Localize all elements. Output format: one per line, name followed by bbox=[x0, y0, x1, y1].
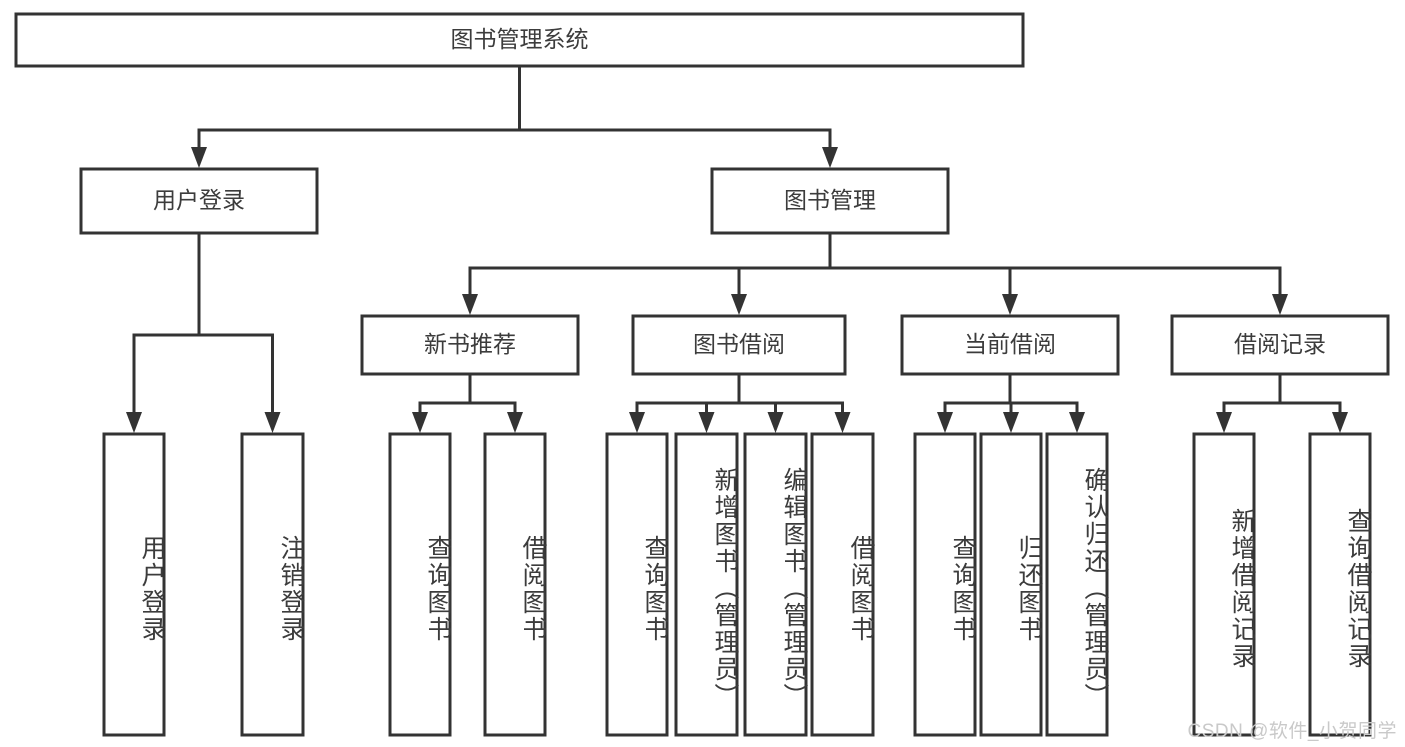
node-leaf-borrow-book-1[interactable] bbox=[483, 432, 547, 737]
node-leaf-query-book-3-box[interactable] bbox=[913, 432, 977, 737]
node-leaf-add-record[interactable] bbox=[1192, 432, 1256, 737]
node-root-label: 图书管理系统 bbox=[451, 26, 589, 52]
node-leaf-logout[interactable] bbox=[240, 432, 305, 737]
node-root-box[interactable] bbox=[14, 12, 1025, 68]
node-leaf-return-book[interactable] bbox=[979, 432, 1043, 737]
node-leaf-add-book-box[interactable] bbox=[674, 432, 739, 737]
node-user-login-label: 用户登录 bbox=[153, 187, 245, 213]
node-leaf-query-record-box[interactable] bbox=[1308, 432, 1372, 737]
connectors-layer bbox=[126, 64, 1348, 433]
node-leaf-borrow-book-2-box[interactable] bbox=[810, 432, 875, 737]
node-current-borrow[interactable]: 当前借阅 bbox=[900, 314, 1120, 376]
node-new-book-recommend[interactable]: 新书推荐 bbox=[360, 314, 580, 376]
node-leaf-edit-book-box[interactable] bbox=[743, 432, 808, 737]
node-borrow-record[interactable]: 借阅记录 bbox=[1170, 314, 1390, 376]
node-leaf-borrow-book-2[interactable] bbox=[810, 432, 875, 737]
node-book-borrow-box[interactable] bbox=[631, 314, 847, 376]
node-new-book-recommend-box[interactable] bbox=[360, 314, 580, 376]
node-book-manage-label: 图书管理 bbox=[784, 187, 876, 213]
node-current-borrow-box[interactable] bbox=[900, 314, 1120, 376]
node-leaf-borrow-book-1-box[interactable] bbox=[483, 432, 547, 737]
node-borrow-record-box[interactable] bbox=[1170, 314, 1390, 376]
node-leaf-add-record-box[interactable] bbox=[1192, 432, 1256, 737]
node-root[interactable]: 图书管理系统 bbox=[14, 12, 1025, 68]
node-book-borrow-label: 图书借阅 bbox=[693, 331, 785, 357]
node-user-login[interactable]: 用户登录 bbox=[79, 167, 319, 235]
node-leaf-query-book-1-box[interactable] bbox=[388, 432, 452, 737]
node-leaf-return-book-box[interactable] bbox=[979, 432, 1043, 737]
node-leaf-confirm-return-box[interactable] bbox=[1045, 432, 1109, 737]
node-user-login-box[interactable] bbox=[79, 167, 319, 235]
node-leaf-user-login[interactable] bbox=[102, 432, 166, 737]
node-leaf-query-book-3[interactable] bbox=[913, 432, 977, 737]
node-leaf-user-login-box[interactable] bbox=[102, 432, 166, 737]
node-borrow-record-label: 借阅记录 bbox=[1234, 331, 1326, 357]
node-leaf-query-record[interactable] bbox=[1308, 432, 1372, 737]
node-book-manage[interactable]: 图书管理 bbox=[710, 167, 950, 235]
node-leaf-add-book[interactable] bbox=[674, 432, 739, 737]
node-leaf-confirm-return[interactable] bbox=[1045, 432, 1109, 737]
node-leaf-logout-box[interactable] bbox=[240, 432, 305, 737]
node-current-borrow-label: 当前借阅 bbox=[964, 331, 1056, 357]
node-book-borrow[interactable]: 图书借阅 bbox=[631, 314, 847, 376]
node-new-book-recommend-label: 新书推荐 bbox=[424, 331, 516, 357]
node-leaf-query-book-2-box[interactable] bbox=[605, 432, 669, 737]
node-book-manage-box[interactable] bbox=[710, 167, 950, 235]
node-leaf-edit-book[interactable] bbox=[743, 432, 808, 737]
watermark-text: CSDN @软件_小贺同学 bbox=[1187, 721, 1397, 742]
node-leaf-query-book-2[interactable] bbox=[605, 432, 669, 737]
node-leaf-query-book-1[interactable] bbox=[388, 432, 452, 737]
